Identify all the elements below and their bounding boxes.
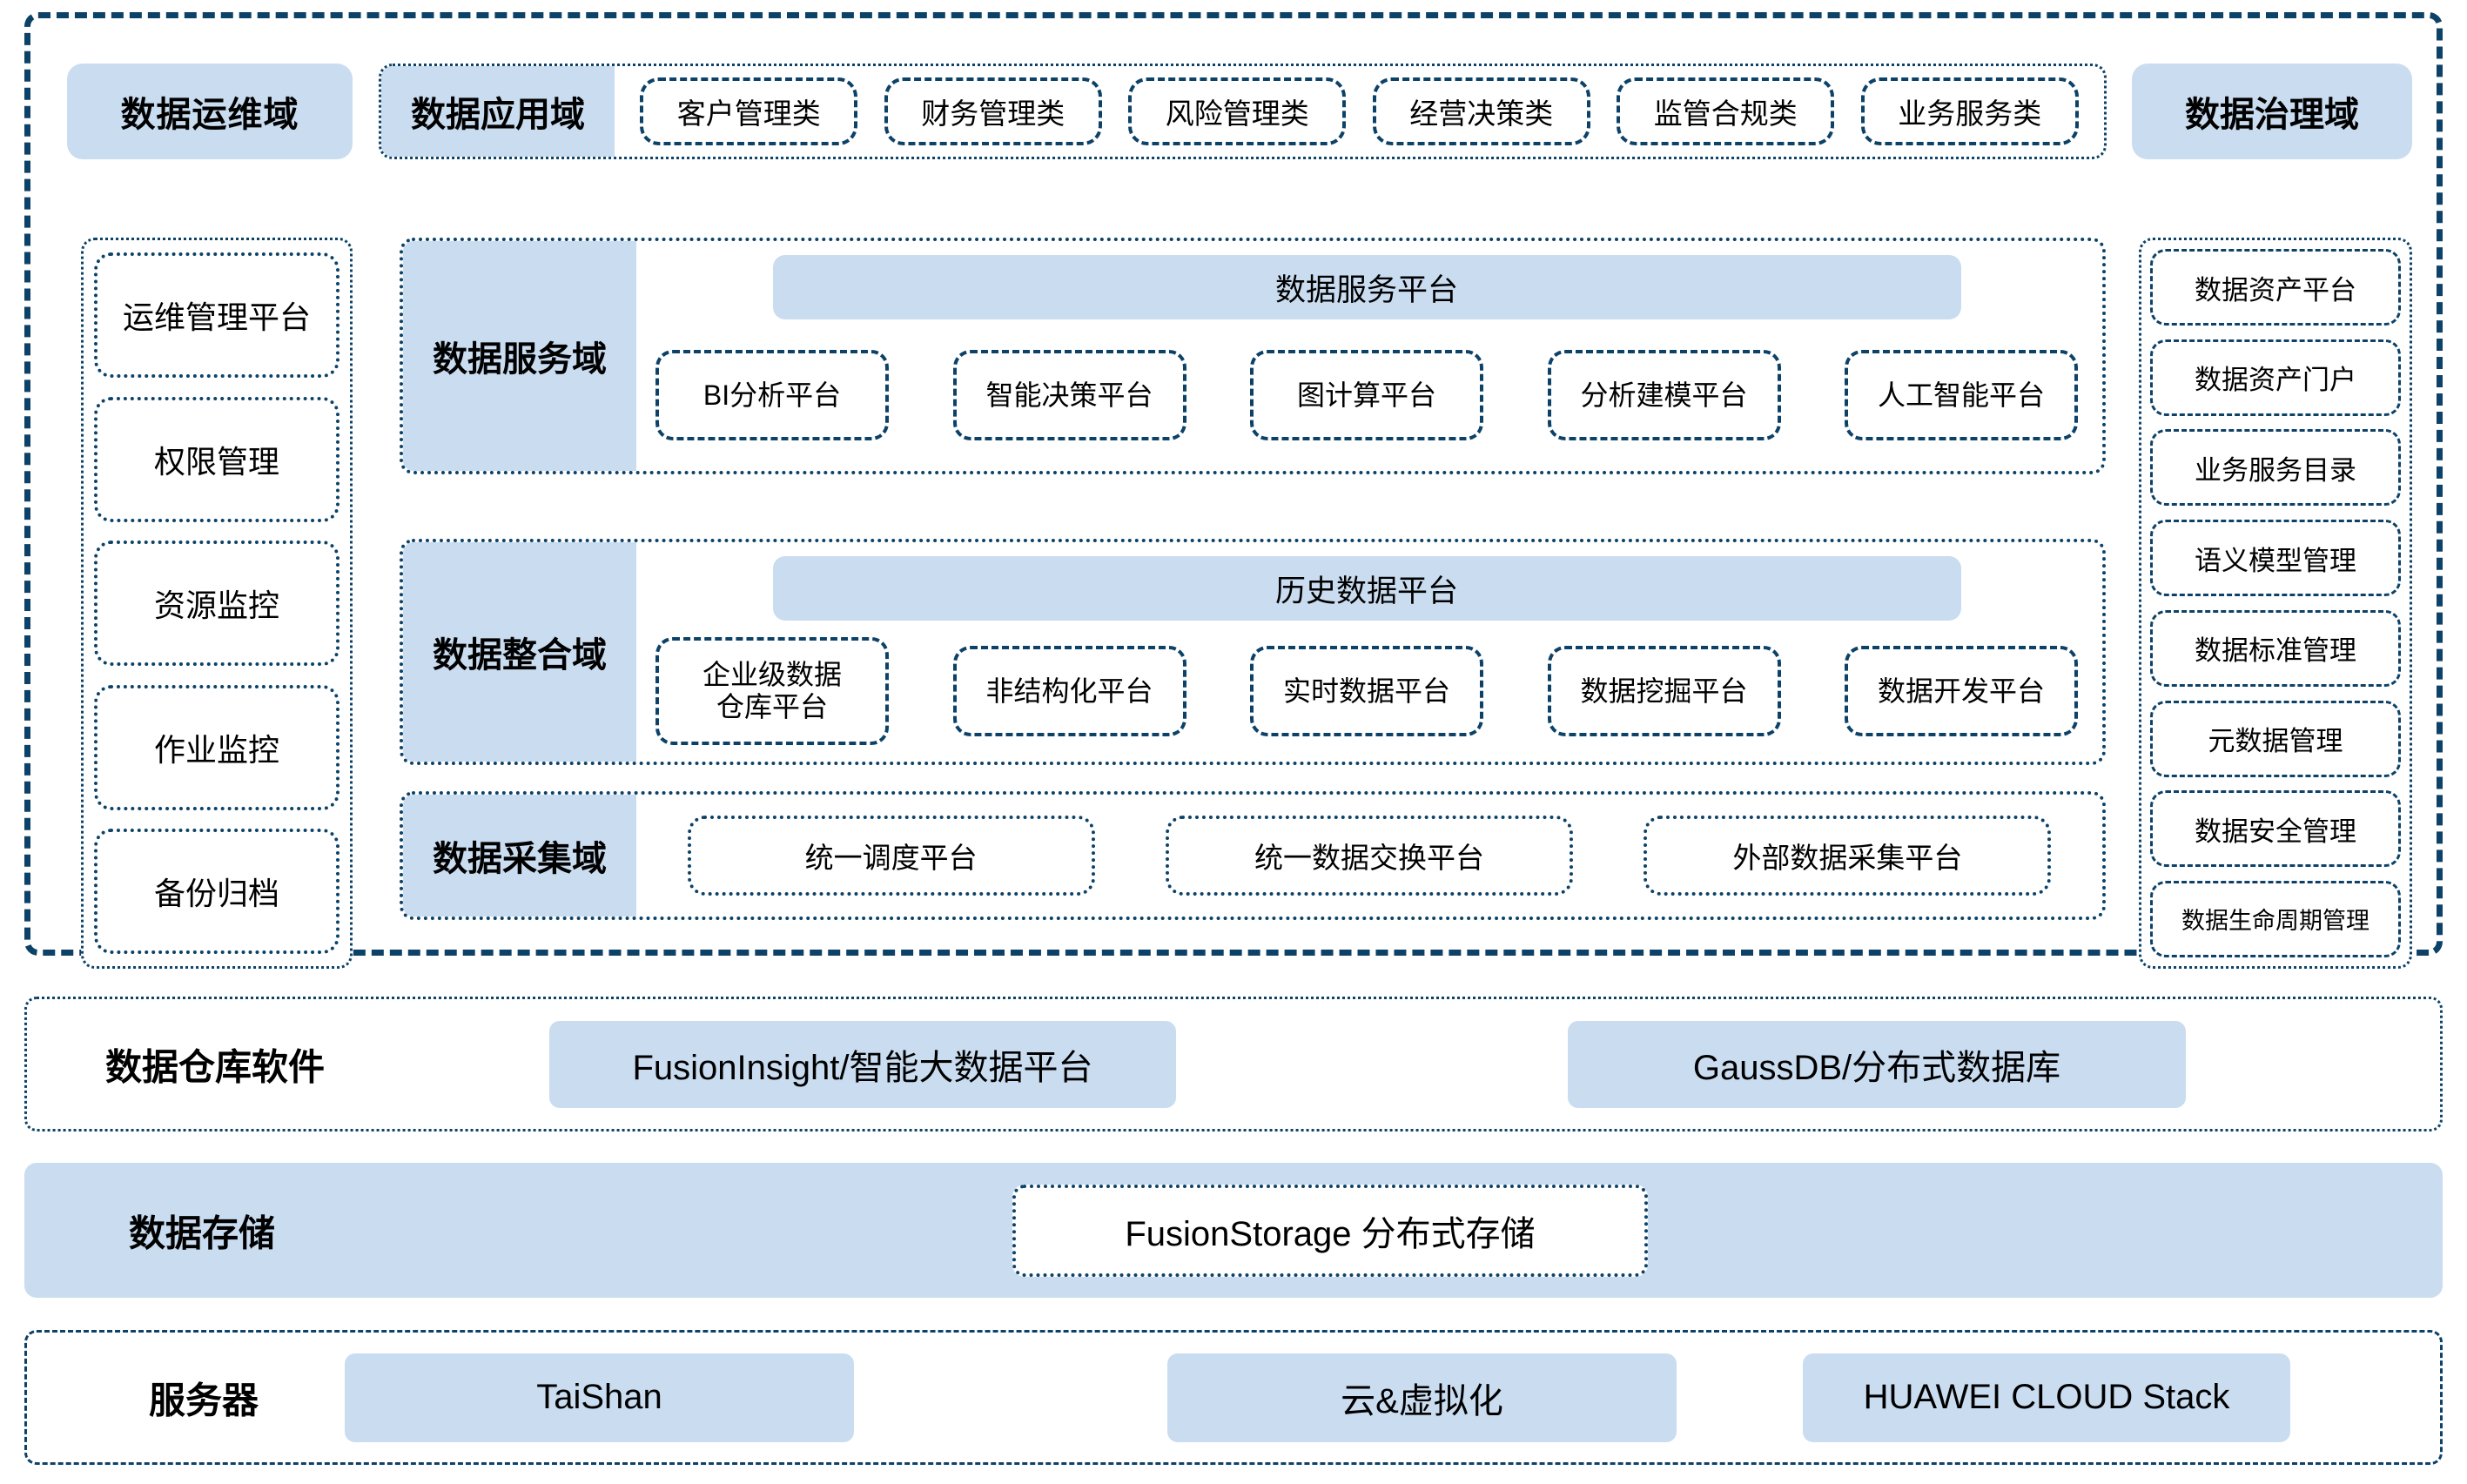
collection-platform-list: 统一调度平台 统一数据交换平台 外部数据采集平台 [636,795,2102,917]
service-domain-title: 数据服务域 [403,241,636,471]
application-domain-bar: 数据应用域 客户管理类 财务管理类 风险管理类 经营决策类 监管合规类 业务服务… [379,64,2107,159]
collection-platform-item[interactable]: 统一调度平台 [687,816,1095,896]
storage-band-label: 数据存储 [129,1212,276,1253]
integration-platform-item[interactable]: 企业级数据仓库平台 [655,637,889,745]
service-platform-item[interactable]: BI分析平台 [655,350,889,440]
service-platform-list: BI分析平台 智能决策平台 图计算平台 分析建模平台 人工智能平台 [655,319,2078,457]
ops-item[interactable]: 作业监控 [94,684,339,810]
collection-domain-title: 数据采集域 [403,795,636,917]
governance-item[interactable]: 数据资产门户 [2150,339,2401,416]
warehouse-band-label: 数据仓库软件 [105,1046,326,1087]
server-item-taishan[interactable]: TaiShan [345,1353,854,1442]
ops-domain-column: 运维管理平台 权限管理 资源监控 作业监控 备份归档 [81,238,353,969]
governance-item[interactable]: 语义模型管理 [2150,520,2401,597]
application-tag-list: 客户管理类 财务管理类 风险管理类 经营决策类 监管合规类 业务服务类 [615,66,2104,157]
core-domain-stack: 数据服务域 数据服务平台 BI分析平台 智能决策平台 图计算平台 分析建模平台 … [400,238,2106,969]
ops-item[interactable]: 资源监控 [94,541,339,666]
integration-domain-body: 历史数据平台 企业级数据仓库平台 非结构化平台 实时数据平台 数据挖掘平台 数据… [636,542,2102,762]
governance-item[interactable]: 数据安全管理 [2150,790,2401,868]
app-tag[interactable]: 风险管理类 [1128,77,1347,145]
server-band: 服务器 TaiShan 云&虚拟化 HUAWEI CLOUD Stack [24,1330,2443,1465]
service-platform-bar[interactable]: 数据服务平台 [772,255,1961,319]
data-platform-frame: 数据运维域 数据应用域 客户管理类 财务管理类 风险管理类 经营决策类 监管合规… [24,12,2443,969]
ops-item[interactable]: 运维管理平台 [94,252,339,378]
service-domain-body: 数据服务平台 BI分析平台 智能决策平台 图计算平台 分析建模平台 人工智能平台 [636,241,2102,471]
storage-band: 数据存储 FusionStorage 分布式存储 [24,1163,2443,1298]
integration-platform-item[interactable]: 数据挖掘平台 [1547,646,1781,736]
integration-platform-item[interactable]: 数据开发平台 [1845,646,2078,736]
warehouse-item-fusioninsight[interactable]: FusionInsight/智能大数据平台 [549,1020,1176,1108]
governance-item[interactable]: 数据生命周期管理 [2150,880,2401,957]
integration-domain-title: 数据整合域 [403,542,636,762]
governance-item[interactable]: 业务服务目录 [2150,429,2401,507]
service-domain-group: 数据服务域 数据服务平台 BI分析平台 智能决策平台 图计算平台 分析建模平台 … [400,238,2106,474]
app-tag[interactable]: 监管合规类 [1617,77,1835,145]
collection-platform-item[interactable]: 外部数据采集平台 [1644,816,2052,896]
warehouse-software-band: 数据仓库软件 FusionInsight/智能大数据平台 GaussDB/分布式… [24,997,2443,1131]
governance-item[interactable]: 元数据管理 [2150,700,2401,777]
governance-domain-column: 数据资产平台 数据资产门户 业务服务目录 语义模型管理 数据标准管理 元数据管理… [2139,238,2412,969]
service-platform-item[interactable]: 智能决策平台 [952,350,1186,440]
app-tag[interactable]: 业务服务类 [1860,77,2079,145]
service-platform-item[interactable]: 人工智能平台 [1845,350,2078,440]
ops-domain-title: 数据运维域 [67,64,353,159]
collection-platform-item[interactable]: 统一数据交换平台 [1165,816,1573,896]
service-platform-item[interactable]: 分析建模平台 [1547,350,1781,440]
application-domain-title: 数据应用域 [381,66,615,157]
warehouse-item-gaussdb[interactable]: GaussDB/分布式数据库 [1568,1020,2186,1108]
ops-item[interactable]: 权限管理 [94,396,339,522]
app-tag[interactable]: 财务管理类 [884,77,1102,145]
collection-domain-body: 统一调度平台 统一数据交换平台 外部数据采集平台 [636,795,2102,917]
integration-platform-item[interactable]: 非结构化平台 [952,646,1186,736]
governance-item[interactable]: 数据标准管理 [2150,609,2401,687]
server-item-huawei-cloud-stack[interactable]: HUAWEI CLOUD Stack [1803,1353,2290,1442]
ops-item[interactable]: 备份归档 [94,829,339,954]
app-tag[interactable]: 客户管理类 [640,77,858,145]
history-platform-bar[interactable]: 历史数据平台 [772,556,1961,621]
app-tag[interactable]: 经营决策类 [1372,77,1590,145]
server-item-virtualization[interactable]: 云&虚拟化 [1167,1353,1677,1442]
governance-item[interactable]: 数据资产平台 [2150,249,2401,326]
governance-domain-title: 数据治理域 [2132,64,2412,159]
integration-platform-list: 企业级数据仓库平台 非结构化平台 实时数据平台 数据挖掘平台 数据开发平台 [655,621,2078,748]
server-band-label: 服务器 [149,1380,259,1420]
storage-item-fusionstorage[interactable]: FusionStorage 分布式存储 [1012,1184,1648,1277]
service-platform-item[interactable]: 图计算平台 [1250,350,1483,440]
integration-platform-item[interactable]: 实时数据平台 [1250,646,1483,736]
integration-domain-group: 数据整合域 历史数据平台 企业级数据仓库平台 非结构化平台 实时数据平台 数据挖… [400,539,2106,765]
collection-domain-group: 数据采集域 统一调度平台 统一数据交换平台 外部数据采集平台 [400,791,2106,920]
